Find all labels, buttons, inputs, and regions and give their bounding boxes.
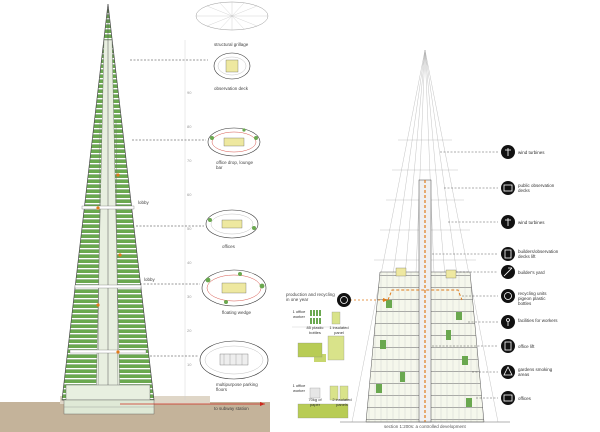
floor-number: 90 <box>187 90 192 95</box>
legend-icon-gardens <box>501 365 515 379</box>
roof-plan <box>195 1 269 31</box>
row2-left: 1 office worker <box>292 383 306 393</box>
legend-icon-glyphs <box>503 148 513 402</box>
plan-office-drop <box>132 127 261 157</box>
row2-right: 2 insulated panels <box>332 397 352 407</box>
tower-marker-label: lobby <box>138 200 149 205</box>
floor-number: 50 <box>187 226 192 231</box>
plan-label-structural: structural grillage <box>214 42 249 47</box>
plan-observation <box>130 52 251 80</box>
tower-marker-label: lobby <box>144 277 155 282</box>
legend-icon-offices <box>501 391 515 405</box>
plan-offices <box>136 209 259 239</box>
row1-left: 1 office worker <box>292 309 306 319</box>
plan-label-offices: offices <box>222 244 235 249</box>
floor-number: 40 <box>187 260 192 265</box>
row1-right: 1 insulated panel <box>329 325 349 335</box>
plan-label-observation: observation deck <box>214 86 249 91</box>
recycle-icon <box>337 293 351 307</box>
floor-number: 60 <box>187 192 192 197</box>
floor-number: 20 <box>187 328 192 333</box>
legend-label-crane: builder's yard <box>518 270 545 275</box>
right-tower <box>340 49 510 423</box>
legend-icon-recycle <box>501 289 515 303</box>
legend-icons <box>501 145 515 405</box>
production-panel <box>292 293 351 419</box>
section-caption: section 1:200s: a controlled development <box>384 424 466 429</box>
legend-label-gardens: gardens smoking areas <box>518 367 553 377</box>
plan-label-parking: multipurpose parking floors <box>216 382 258 392</box>
legend-label-wind-turbines: wind turbines <box>518 150 545 155</box>
row2-mid: 70kg of paper <box>308 397 322 407</box>
legend-label-recycle: recycling units pigeon plastic bottles <box>518 291 547 306</box>
legend-label-workers: facilities for workers <box>518 318 558 323</box>
legend-icon-observation <box>501 181 515 195</box>
legend-label-offices: offices <box>518 396 531 401</box>
legend-leaders <box>432 151 498 399</box>
plan-label-office-drop: office drop, lounge bar <box>216 160 253 170</box>
legend-label-office-lift: office lift <box>518 344 535 349</box>
plan-parking <box>150 340 269 380</box>
subway-line <box>120 402 265 406</box>
floor-number: 80 <box>187 124 192 129</box>
legend-label-observation: public observation decks <box>518 183 555 193</box>
floor-number: 30 <box>187 294 192 299</box>
row1-mid: 85 plastic bottles <box>306 325 324 335</box>
production-label: production and recycling in one year <box>286 292 335 302</box>
plan-floating-wedge <box>140 269 267 307</box>
plan-label-floating-wedge: floating wedge <box>222 310 252 315</box>
legend-icon-office-lift <box>501 339 515 353</box>
left-tower <box>61 3 155 415</box>
subway-label: to subway station <box>214 406 249 411</box>
floor-number: 10 <box>187 362 192 367</box>
legend-label-wind-turbines-2: wind turbines <box>518 220 545 225</box>
floor-number: 70 <box>187 158 192 163</box>
legend-label-lift: builders/observation decks lift <box>518 249 559 259</box>
legend-icon-lift <box>501 247 515 261</box>
